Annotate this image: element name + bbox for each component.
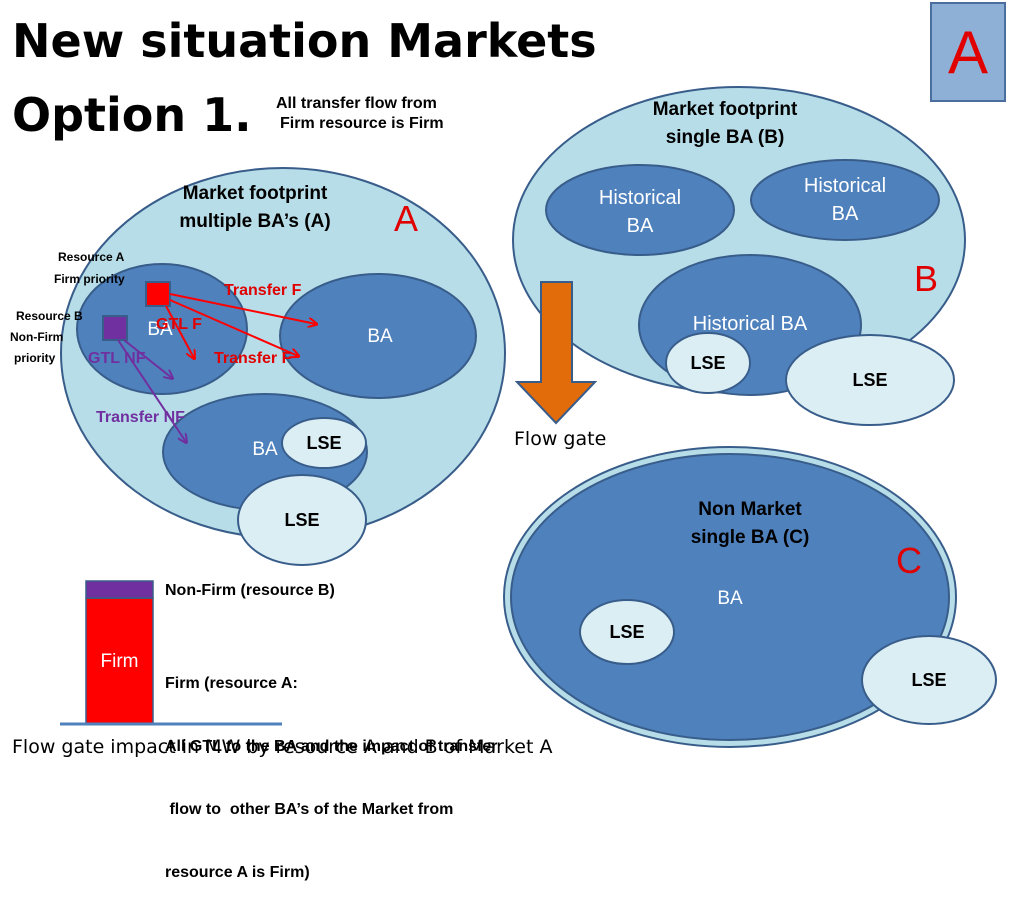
market-b-footprint-line1: Market footprint (652, 99, 798, 120)
market-b-lse-large (785, 334, 955, 426)
page-title-line1: New situation Markets (12, 14, 597, 68)
resource-b-line2: Non-Firm (10, 330, 64, 344)
historical-ba-2-line2: BA (831, 203, 859, 225)
market-c-lse-inner (579, 599, 675, 665)
market-a-letter: A (394, 198, 419, 239)
market-c-title-line1: Non Market (698, 499, 802, 520)
market-c-lse-inner-label: LSE (609, 622, 645, 642)
resource-b-label: Resource B Non-Firm priority (10, 306, 83, 369)
market-c-title-line2: single BA (C) (690, 527, 810, 548)
historical-ba-1-line1: Historical (598, 187, 682, 209)
market-a-footprint-line2: multiple BA’s (A) (179, 211, 331, 232)
market-b-lse-small (665, 332, 751, 394)
page-title-line2: Option 1. (12, 88, 252, 142)
market-a-ba-left (76, 263, 248, 395)
legend-firm-bar-label: Firm (100, 651, 139, 672)
market-a-lse-inner (281, 417, 367, 469)
bottom-caption: Flow gate impact in MW by resource A and… (12, 736, 553, 758)
resource-b-line1: Resource B (16, 309, 83, 323)
resource-a-label: Resource A Firm priority (54, 246, 125, 290)
historical-ba-1-label: Historical BA (560, 184, 720, 240)
label-transfer-nf: Transfer NF (96, 409, 185, 426)
market-a-ba-bottom-label: BA (252, 439, 278, 460)
transfer-note-line2: Firm resource is Firm (280, 115, 444, 132)
market-b-lse-large-label: LSE (852, 370, 888, 390)
historical-ba-2-line1: Historical (803, 175, 887, 197)
resource-a-square (145, 281, 171, 307)
legend-firm-line2: All GTL to the BA and the impact of tran… (165, 738, 498, 755)
historical-ba-1-line2: BA (626, 215, 654, 237)
transfer-note-line1: All transfer flow from (276, 95, 437, 112)
market-a-footprint-label: Market footprint multiple BA’s (A) (140, 180, 370, 236)
flow-gate-label: Flow gate (514, 428, 607, 450)
market-a-lse-outer-label: LSE (284, 510, 320, 530)
resource-a-line2: Firm priority (54, 272, 125, 286)
market-b-footprint-label: Market footprint single BA (B) (600, 96, 850, 152)
transfer-note: All transfer flow from Firm resource is … (276, 94, 444, 134)
legend-firm-line3: flow to other BA’s of the Market from (165, 801, 454, 818)
market-b-letter: B (914, 258, 939, 299)
market-a-ba-left-label: BA (147, 319, 173, 340)
market-a-lse-outer (237, 474, 367, 566)
markets-diagram (60, 86, 997, 748)
market-c-title: Non Market single BA (C) (640, 496, 860, 552)
label-gtl-nf: GTL NF (88, 350, 146, 367)
arrow-transfer-f-bottom (169, 299, 298, 356)
market-c-lse-outer (861, 635, 997, 725)
legend-non-firm-text: Non-Firm (resource B) (165, 582, 335, 599)
resource-a-line1: Resource A (58, 250, 125, 264)
market-a-lse-inner-label: LSE (306, 433, 342, 453)
resource-b-square (102, 315, 128, 341)
market-a-ba-right (279, 273, 477, 399)
label-transfer-f-top: Transfer F (224, 282, 302, 299)
arrow-transfer-nf (117, 339, 186, 442)
market-a-footprint-line1: Market footprint (182, 183, 328, 204)
market-a-ba-right-label: BA (367, 326, 393, 347)
historical-ba-1 (545, 164, 735, 256)
historical-ba-2 (750, 159, 940, 241)
arrow-gtl-nf (123, 339, 172, 378)
legend-nonfirm-bar (85, 580, 154, 599)
legend-firm-line4: resource A is Firm) (165, 864, 310, 881)
resource-b-line3: priority (14, 351, 56, 365)
corner-label-box: A (930, 2, 1006, 102)
flow-gate-arrow (514, 281, 598, 425)
market-c-ba-label: BA (717, 588, 743, 609)
arrow-transfer-f-top (169, 293, 316, 324)
market-b-lse-small-label: LSE (690, 353, 726, 373)
market-b-footprint-line2: single BA (B) (665, 127, 785, 148)
market-c-letter: C (896, 540, 922, 581)
label-transfer-f-bottom: Transfer F (214, 350, 292, 367)
historical-ba-main-label: Historical BA (692, 313, 808, 335)
market-c-lse-outer-label: LSE (911, 670, 947, 690)
legend-firm-line1: Firm (resource A: (165, 675, 298, 692)
label-gtl-f: GTL F (156, 316, 202, 333)
historical-ba-2-label: Historical BA (765, 172, 925, 228)
market-c-ba (510, 453, 950, 741)
arrow-gtl-f (165, 305, 194, 358)
corner-label: A (947, 18, 989, 86)
